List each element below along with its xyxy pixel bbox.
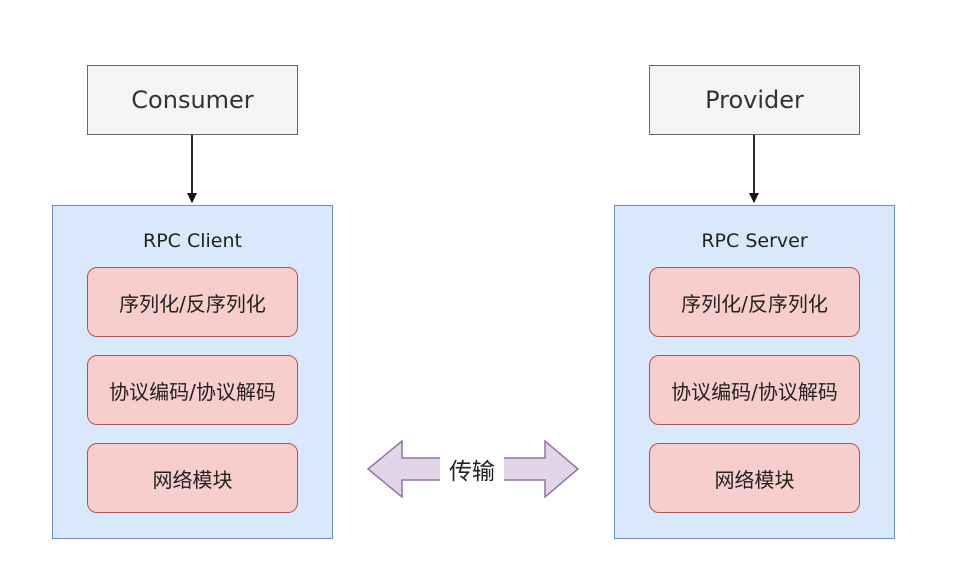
server-serialization-label: 序列化/反序列化 [681,291,828,316]
rpc-client-container: RPC Client 序列化/反序列化 协议编码/协议解码 网络模块 [52,205,333,539]
provider-label: Provider [705,86,804,114]
client-serialization-module: 序列化/反序列化 [87,267,298,337]
rpc-server-container: RPC Server 序列化/反序列化 协议编码/协议解码 网络模块 [614,205,895,539]
consumer-node: Consumer [87,65,298,135]
server-protocol-module: 协议编码/协议解码 [649,355,860,425]
client-protocol-label: 协议编码/协议解码 [109,379,276,404]
server-network-label: 网络模块 [714,467,795,492]
client-network-label: 网络模块 [152,467,233,492]
server-serialization-module: 序列化/反序列化 [649,267,860,337]
client-protocol-module: 协议编码/协议解码 [87,355,298,425]
client-serialization-label: 序列化/反序列化 [119,291,266,316]
server-network-module: 网络模块 [649,443,860,513]
client-network-module: 网络模块 [87,443,298,513]
rpc-client-title: RPC Client [143,230,242,252]
transfer-label: 传输 [440,451,504,487]
server-protocol-label: 协议编码/协议解码 [671,379,838,404]
consumer-label: Consumer [131,86,254,114]
provider-node: Provider [649,65,860,135]
rpc-server-title: RPC Server [701,230,808,252]
